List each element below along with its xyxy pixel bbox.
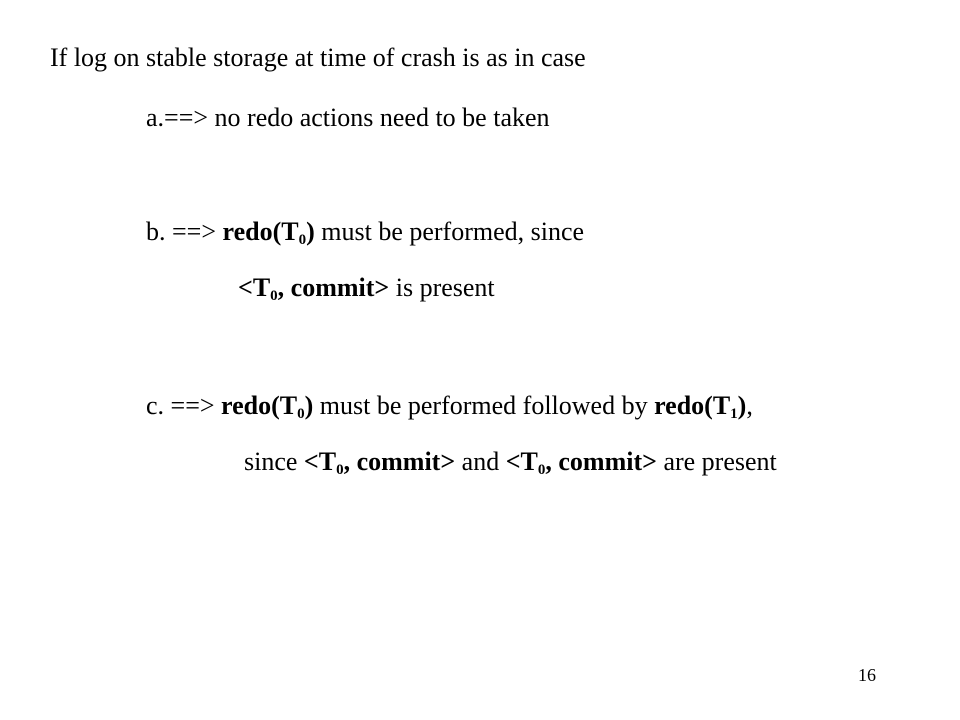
case-c-redo-t0: redo(T0) xyxy=(221,391,314,422)
case-c-and: and xyxy=(455,447,506,476)
case-c-commit-record-b: <T0, commit> xyxy=(505,447,657,478)
case-a-text: a.==> no redo actions need to be taken xyxy=(146,103,550,132)
case-b-commit-record: <T0, commit> xyxy=(238,273,390,304)
case-c-since: since xyxy=(244,447,304,476)
intro-text: If log on stable storage at time of cras… xyxy=(50,43,586,72)
case-c-suffix: are present xyxy=(656,447,777,476)
case-c-line-2: since <T0, commit> and <T0, commit> are … xyxy=(244,447,777,478)
case-c-middle: must be performed followed by xyxy=(313,391,655,420)
case-c-commit-record-a: <T0, commit> xyxy=(303,447,456,478)
case-b-suffix: is present xyxy=(389,273,495,302)
case-b-redo: redo(T0) xyxy=(222,217,315,248)
case-c-comma: , xyxy=(746,391,753,420)
case-c-line-1: c. ==> redo(T0) must be performed follow… xyxy=(146,391,753,422)
case-b-middle: must be performed, since xyxy=(314,217,585,246)
page-number: 16 xyxy=(858,665,876,685)
case-b-line-2: <T0, commit> is present xyxy=(238,273,495,304)
case-c-prefix: c. ==> xyxy=(146,391,222,420)
case-b-line-1: b. ==> redo(T0) must be performed, since xyxy=(146,217,585,248)
case-c-redo-t1: redo(T1) xyxy=(654,391,747,422)
case-b-prefix: b. ==> xyxy=(146,217,223,246)
